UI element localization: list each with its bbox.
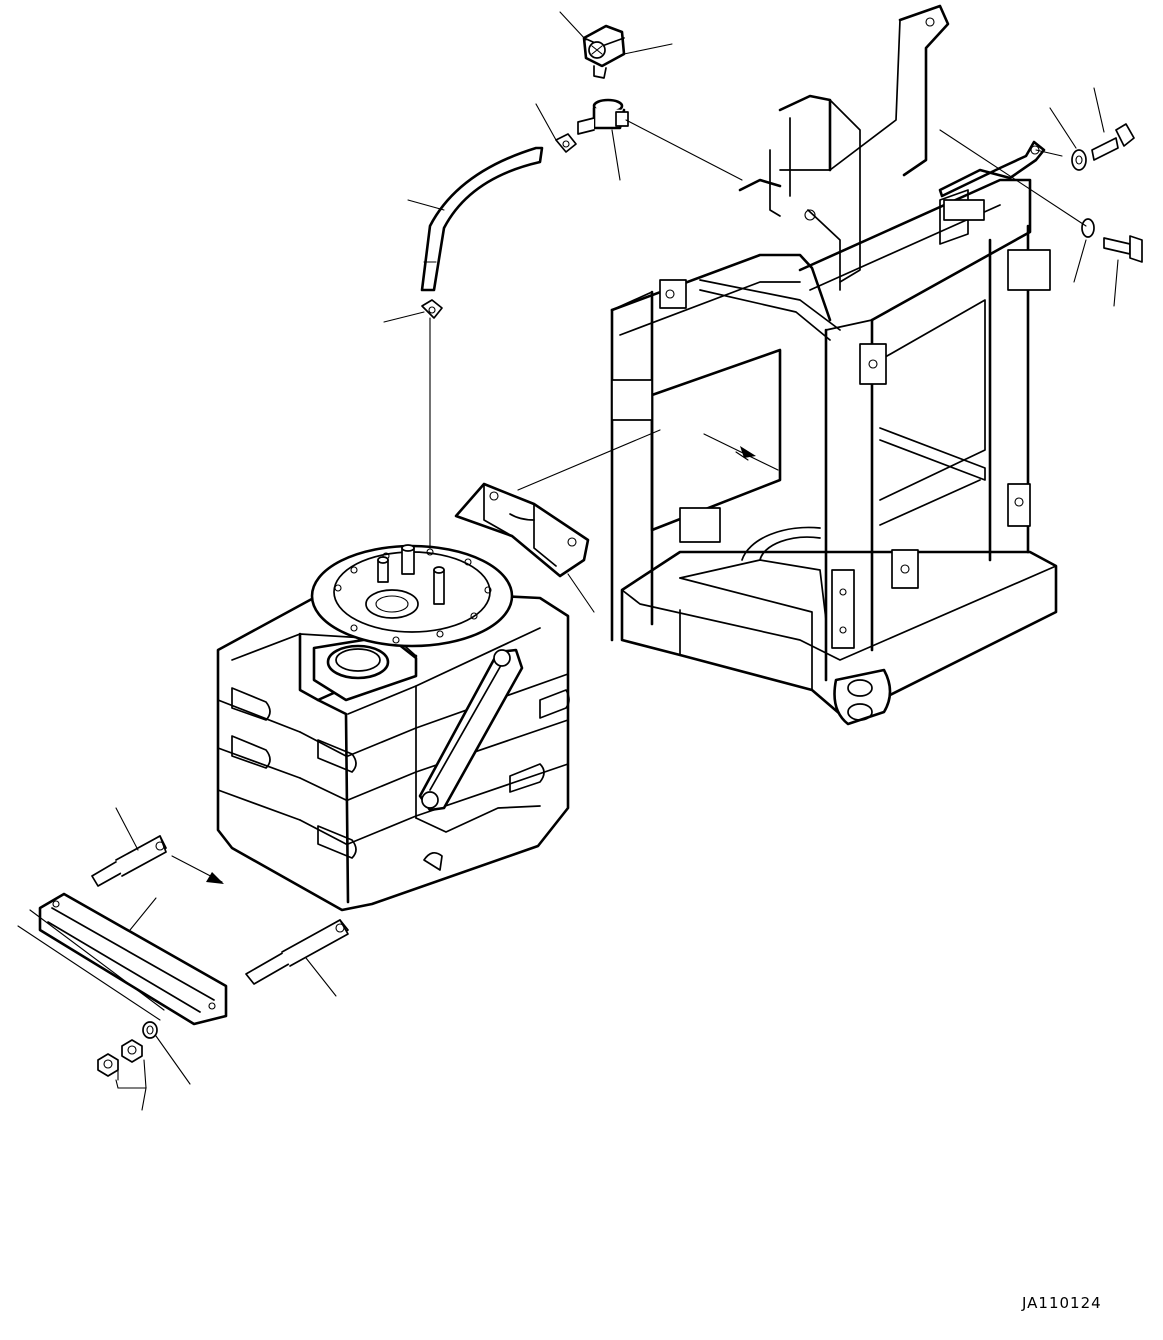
leader-lines xyxy=(18,12,1118,1110)
breather-assembly xyxy=(422,26,628,318)
mount-bolts xyxy=(1072,124,1142,262)
fuel-tank xyxy=(218,545,569,910)
tank-bracket xyxy=(456,484,588,576)
bottom-guard-assembly xyxy=(40,836,348,1076)
drawing-id-label: JA110124 xyxy=(1022,1294,1102,1312)
operator-frame xyxy=(612,6,1056,724)
